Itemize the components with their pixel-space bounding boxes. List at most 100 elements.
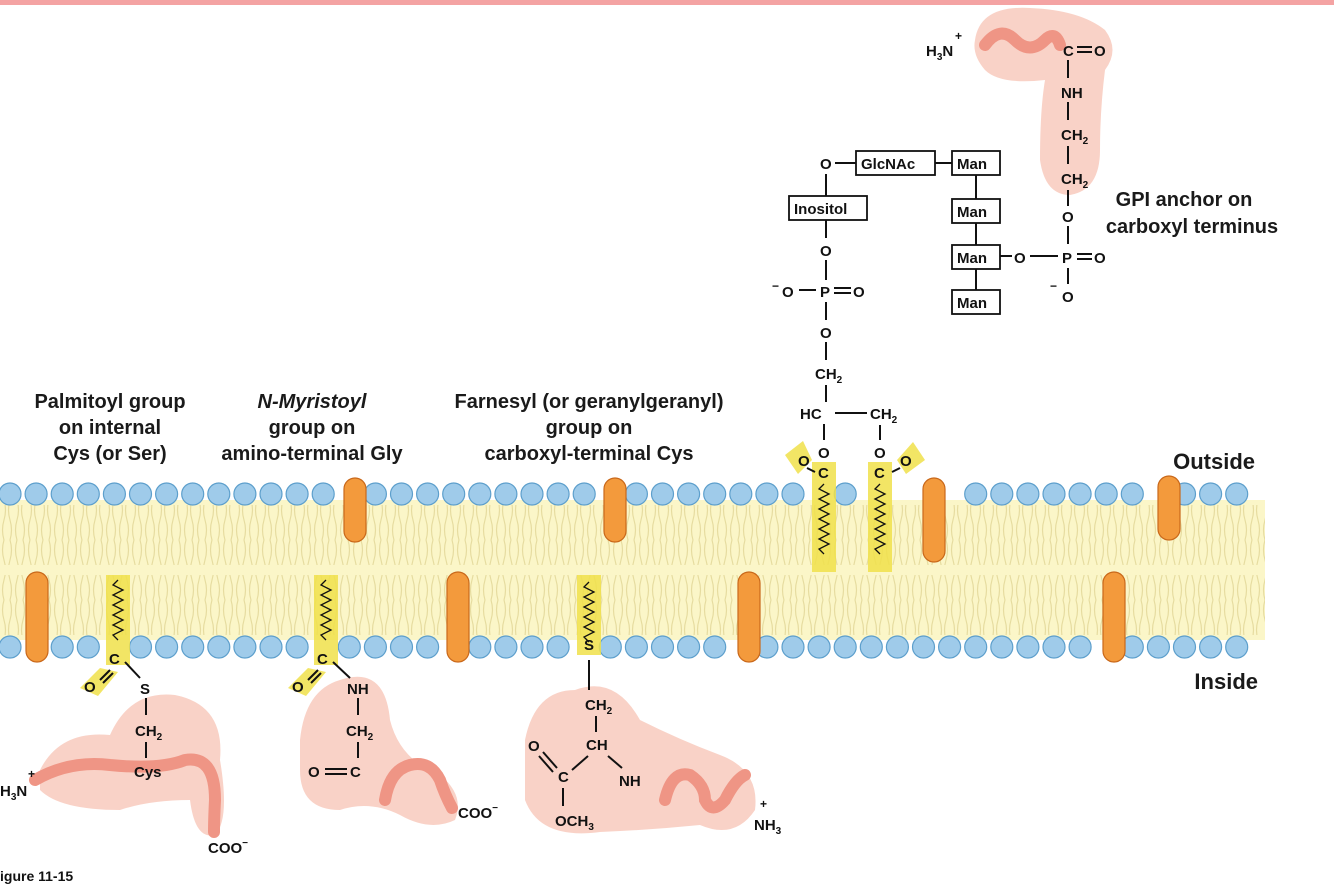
- anchor-labels: Palmitoyl group on internal Cys (or Ser)…: [34, 189, 1278, 694]
- lipid-head-group: [76, 482, 100, 506]
- protein-segment: [1157, 475, 1181, 541]
- svg-text:CH2: CH2: [815, 366, 843, 386]
- lipid-head-group: [781, 635, 805, 659]
- svg-text:O: O: [1094, 43, 1106, 60]
- lipid-head-group: [181, 635, 205, 659]
- lipid-head-group: [546, 635, 570, 659]
- svg-text:CH2: CH2: [870, 406, 898, 426]
- glcnac-label: GlcNAc: [861, 156, 915, 173]
- protein-segment: [737, 571, 761, 663]
- protein-segment: [25, 571, 49, 663]
- lipid-head-group: [233, 635, 257, 659]
- lipid-head-group: [703, 482, 727, 506]
- lipid-head-group: [0, 635, 22, 659]
- lipid-head-group: [598, 635, 622, 659]
- farnesyl-label-line1: Farnesyl (or geranylgeranyl): [455, 391, 724, 413]
- palmitoyl-label-line1: Palmitoyl group: [34, 391, 185, 413]
- inositol-box: [788, 195, 868, 221]
- highlight-carbonyl: [785, 441, 812, 474]
- svg-text:NH: NH: [347, 681, 369, 698]
- lipid-head-group: [1042, 635, 1066, 659]
- svg-text:CH2: CH2: [1061, 127, 1089, 147]
- highlight-carbonyl: [897, 442, 925, 474]
- svg-text:P: P: [1062, 250, 1072, 267]
- svg-text:COO−: COO−: [458, 803, 498, 822]
- lipid-head-group: [520, 482, 544, 506]
- lipid-head-group: [833, 482, 857, 506]
- lipid-head-group: [468, 635, 492, 659]
- gpi-anchor: H3N + C O NH CH2 CH2 O P O O − O Man Man…: [772, 7, 1113, 572]
- svg-text:O: O: [84, 679, 96, 696]
- svg-text:NH3: NH3: [754, 817, 782, 837]
- highlight-carbonyl: [288, 668, 326, 696]
- svg-text:O: O: [820, 156, 832, 173]
- palmitoyl-label-line3: Cys (or Ser): [53, 443, 166, 465]
- svg-text:CH2: CH2: [585, 697, 613, 717]
- lipid-head-group: [1225, 635, 1249, 659]
- inositol-label: Inositol: [794, 201, 847, 218]
- lipid-head-group: [207, 635, 231, 659]
- lipid-head-group: [859, 635, 883, 659]
- farnesyl-label-line3: carboxyl-terminal Cys: [485, 443, 694, 465]
- lipid-head-group: [76, 635, 100, 659]
- svg-text:S: S: [584, 637, 594, 654]
- svg-text:O: O: [292, 679, 304, 696]
- lipid-head-group: [128, 635, 153, 659]
- lipid-head-group: [520, 635, 544, 659]
- svg-text:O: O: [853, 284, 865, 301]
- svg-text:CH: CH: [586, 737, 608, 754]
- lipid-head-group: [311, 482, 335, 506]
- lipid-head-group: [1198, 482, 1223, 506]
- lipid-head-group: [102, 482, 127, 506]
- outside-label: Outside: [1173, 449, 1255, 474]
- lipid-head-group: [1068, 482, 1092, 506]
- lipid-head-group: [964, 635, 988, 659]
- man-label-4: Man: [957, 295, 987, 312]
- lipid-head-group: [416, 482, 440, 506]
- lipid-head-group: [442, 482, 466, 506]
- membrane-proteins: [25, 475, 1181, 663]
- svg-text:O: O: [1062, 209, 1074, 226]
- lipid-head-group: [233, 482, 257, 506]
- lipid-head-group: [546, 482, 570, 506]
- lipid-head-group: [468, 482, 492, 506]
- svg-text:−: −: [1050, 279, 1057, 293]
- farnesyl-anchor: S CH2 CH NH C O OCH3 NH3 +: [525, 575, 782, 837]
- inner-lipid-tails: [0, 575, 1265, 635]
- lipid-head-group: [1068, 635, 1092, 659]
- outer-head-groups: [0, 482, 1249, 506]
- outer-lipid-tails: [0, 505, 1265, 565]
- lipid-head-group: [363, 482, 387, 506]
- svg-text:H3N: H3N: [926, 43, 953, 63]
- lipid-head-group: [494, 482, 518, 506]
- myristoyl-label-line1: N-Myristoyl: [258, 391, 367, 413]
- svg-text:H3N: H3N: [0, 783, 27, 803]
- man-box: [951, 289, 1001, 315]
- svg-text:NH: NH: [1061, 85, 1083, 102]
- lipid-head-group: [1198, 635, 1223, 659]
- myristoyl-label-line3: amino-terminal Gly: [221, 443, 403, 465]
- lipid-head-group: [964, 482, 988, 506]
- svg-text:CH2: CH2: [346, 723, 374, 743]
- svg-text:O: O: [900, 453, 912, 470]
- gpi-label-line1: GPI anchor on: [1116, 189, 1253, 211]
- lipid-head-group: [389, 482, 414, 506]
- lipid-head-group: [572, 482, 596, 506]
- svg-text:O: O: [1094, 250, 1106, 267]
- gpi-label-line2: carboxyl terminus: [1106, 216, 1278, 238]
- svg-text:O: O: [798, 453, 810, 470]
- lipid-head-group: [181, 482, 205, 506]
- lipid-head-group: [885, 635, 910, 659]
- lipid-head-group: [990, 482, 1014, 506]
- lipid-head-group: [911, 635, 936, 659]
- svg-text:C: C: [818, 465, 829, 482]
- myristoyl-anchor: C O NH CH2 C O COO−: [288, 575, 498, 825]
- lipid-head-group: [807, 635, 831, 659]
- svg-text:O: O: [820, 243, 832, 260]
- protein-segment: [1102, 571, 1126, 663]
- lipid-bilayer: [0, 482, 1265, 659]
- man-label-2: Man: [957, 204, 987, 221]
- lipid-head-group: [1016, 635, 1040, 659]
- lipid-head-group: [624, 635, 649, 659]
- top-accent-bar: [0, 0, 1334, 5]
